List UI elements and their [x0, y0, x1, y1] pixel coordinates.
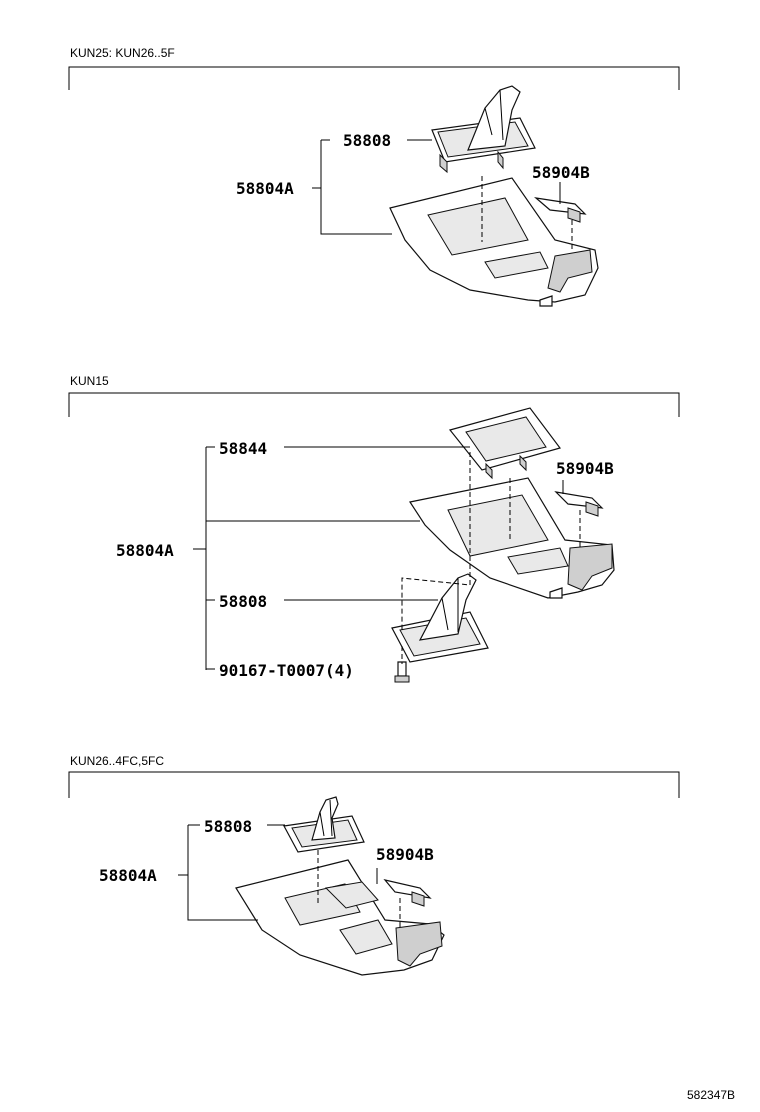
section-2-leader-58804A	[193, 446, 420, 670]
section-2: KUN15	[68, 374, 680, 683]
section-2-label-screw: 90167-T0007(4)	[219, 661, 354, 680]
section-3-bracket-drawing	[383, 879, 432, 907]
section-1-bracket-line	[68, 66, 680, 90]
section-2-bracket-drawing	[554, 491, 604, 517]
section-2-console-drawing	[409, 477, 615, 599]
section-3-console-drawing	[235, 859, 445, 976]
section-3-label-58808: 58808	[204, 817, 252, 836]
section-1-label-58904B: 58904B	[532, 163, 590, 182]
section-3-label-58904B: 58904B	[376, 845, 434, 864]
section-1-label-58808: 58808	[343, 131, 391, 150]
section-3-leader-58804A	[178, 824, 258, 921]
section-3-bracket-line	[68, 771, 680, 798]
section-1-title: KUN25: KUN26..5F	[70, 46, 175, 60]
section-3: KUN26..4FC,5FC 58808 58904B 588	[68, 754, 680, 976]
section-1-shift-boot-drawing	[431, 85, 536, 174]
section-2-label-58844: 58844	[219, 439, 267, 458]
section-1-leader-58804A	[312, 139, 392, 235]
section-1-console-drawing	[389, 177, 599, 307]
section-2-label-58808: 58808	[219, 592, 267, 611]
section-1: KUN25: KUN26..5F 58808 58804A	[68, 46, 680, 307]
section-2-title: KUN15	[70, 374, 109, 388]
section-3-label-58804A: 58804A	[99, 866, 157, 885]
section-2-label-58804A: 58804A	[116, 541, 174, 560]
section-2-guide-main	[401, 452, 471, 632]
section-2-screw-drawing	[394, 661, 410, 683]
section-2-label-58904B: 58904B	[556, 459, 614, 478]
section-3-shift-boot-drawing	[283, 796, 365, 853]
section-2-shift-boot-drawing	[391, 573, 489, 663]
section-2-bracket-line	[68, 392, 680, 417]
section-1-label-58804A: 58804A	[236, 179, 294, 198]
section-3-title: KUN26..4FC,5FC	[70, 754, 164, 768]
section-2-bezel-drawing	[448, 407, 562, 480]
section-1-bracket-drawing	[534, 197, 587, 223]
diagram-id: 582347B	[687, 1088, 735, 1102]
